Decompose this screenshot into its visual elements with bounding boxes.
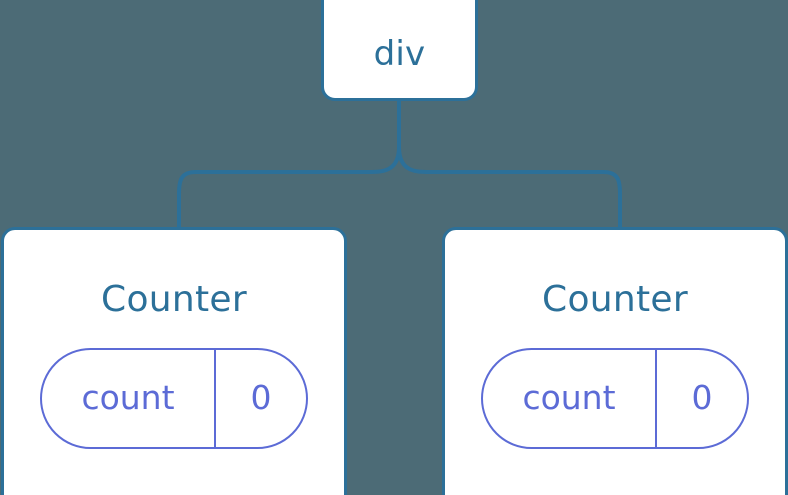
node-counter-left[interactable]: Counter count 0 [1,227,347,495]
state-key-right: count [483,350,657,447]
state-pill-left: count 0 [40,348,308,449]
node-counter-left-label: Counter [101,279,247,320]
connector-branch-left [177,146,401,227]
state-value-right: 0 [691,378,713,417]
connector-branch-right [397,146,622,227]
node-div-label: div [373,33,426,74]
state-pill-right: count 0 [481,348,749,449]
node-counter-right-label: Counter [542,279,688,320]
node-counter-right[interactable]: Counter count 0 [442,227,788,495]
state-value-left: 0 [250,378,272,417]
state-key-left: count [42,350,216,447]
node-div[interactable]: div [321,0,478,101]
